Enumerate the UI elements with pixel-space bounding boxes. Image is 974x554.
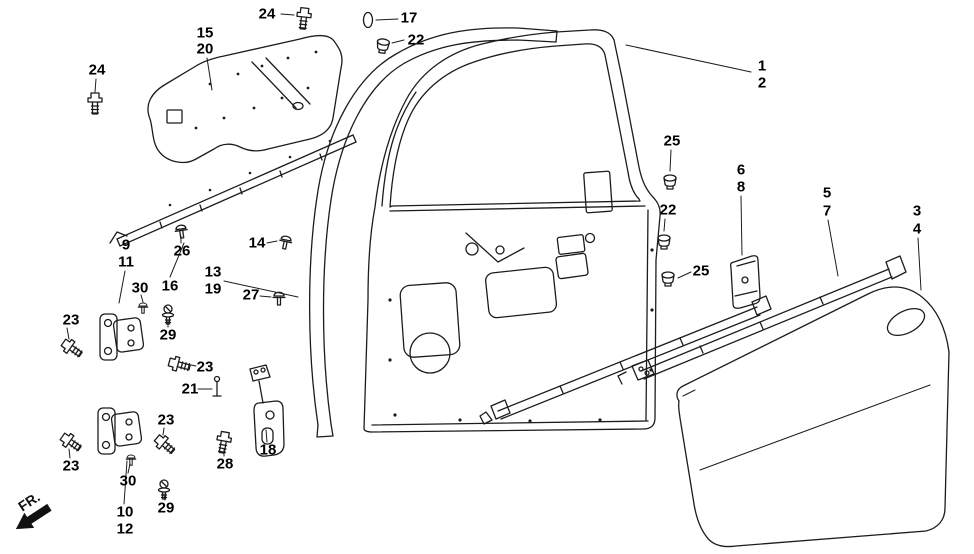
door-checker xyxy=(212,364,285,457)
door-panel-assembly xyxy=(363,29,661,433)
callout-23: 23 xyxy=(157,411,175,429)
callout-23: 23 xyxy=(62,457,80,475)
callout-9: 9 xyxy=(121,236,131,254)
callout-17: 17 xyxy=(400,9,418,27)
clip-30-lower xyxy=(125,454,137,466)
callout-10: 10 xyxy=(116,503,134,521)
callout-24: 24 xyxy=(88,61,106,79)
grommet-25-b xyxy=(661,271,675,287)
callout-24: 24 xyxy=(258,5,276,23)
grommet-22-top xyxy=(375,37,391,55)
bolt-23-c xyxy=(151,431,179,458)
callout-28: 28 xyxy=(216,455,234,473)
callout-6: 6 xyxy=(736,161,746,179)
door-hinge-lower xyxy=(97,407,143,455)
beam-stiffener-bracket xyxy=(729,255,761,309)
fr-arrow: FR. xyxy=(15,489,52,530)
callout-19: 19 xyxy=(204,280,222,298)
callout-14: 14 xyxy=(248,234,266,252)
grommet-22-b xyxy=(657,234,671,250)
callout-1: 1 xyxy=(757,57,767,75)
side-impact-beam-lower xyxy=(479,295,772,425)
callout-2: 2 xyxy=(757,74,767,92)
callout-20: 20 xyxy=(196,40,214,58)
outer-door-skin xyxy=(676,286,950,548)
callout-13: 13 xyxy=(204,263,222,281)
callout-27: 27 xyxy=(242,286,260,304)
callout-5: 5 xyxy=(822,184,832,202)
callout-18: 18 xyxy=(259,441,277,459)
callout-30: 30 xyxy=(131,279,149,297)
clip-27 xyxy=(272,291,286,306)
callout-23: 23 xyxy=(196,358,214,376)
side-impact-beam-upper xyxy=(617,255,907,385)
glass-run-channel xyxy=(308,27,558,438)
door-hinge-upper xyxy=(99,313,145,361)
inner-panel-details xyxy=(388,170,654,423)
callout-30: 30 xyxy=(119,472,137,490)
callout-15: 15 xyxy=(196,24,214,42)
checker-pin xyxy=(212,375,222,397)
callout-29: 29 xyxy=(157,499,175,517)
callout-29: 29 xyxy=(159,326,177,344)
bolt-24-top xyxy=(295,6,313,31)
callout-4: 4 xyxy=(912,220,922,238)
bolt-23-a xyxy=(58,336,86,361)
callout-21: 21 xyxy=(181,380,199,398)
ring-17 xyxy=(362,11,374,29)
clip-30-upper xyxy=(137,302,149,314)
callout-25: 25 xyxy=(692,262,710,280)
callout-25: 25 xyxy=(663,132,681,150)
bolt-23-b xyxy=(166,354,193,375)
callout-22: 22 xyxy=(659,201,677,219)
callout-8: 8 xyxy=(736,178,746,196)
callout-12: 12 xyxy=(116,520,134,538)
callout-26: 26 xyxy=(173,242,191,260)
clip-14 xyxy=(277,234,294,251)
grommet-25-a xyxy=(663,174,677,190)
callout-3: 3 xyxy=(912,202,922,220)
bolt-23-d xyxy=(57,430,85,455)
callout-22: 22 xyxy=(407,31,425,49)
callout-16: 16 xyxy=(161,277,179,295)
callout-11: 11 xyxy=(118,253,134,271)
fasteners xyxy=(57,6,677,500)
belt-molding-strip xyxy=(109,134,357,247)
callout-7: 7 xyxy=(822,202,832,220)
callout-23: 23 xyxy=(62,311,80,329)
door-insulator-panel xyxy=(147,34,343,164)
bolt-24-left xyxy=(87,92,103,115)
